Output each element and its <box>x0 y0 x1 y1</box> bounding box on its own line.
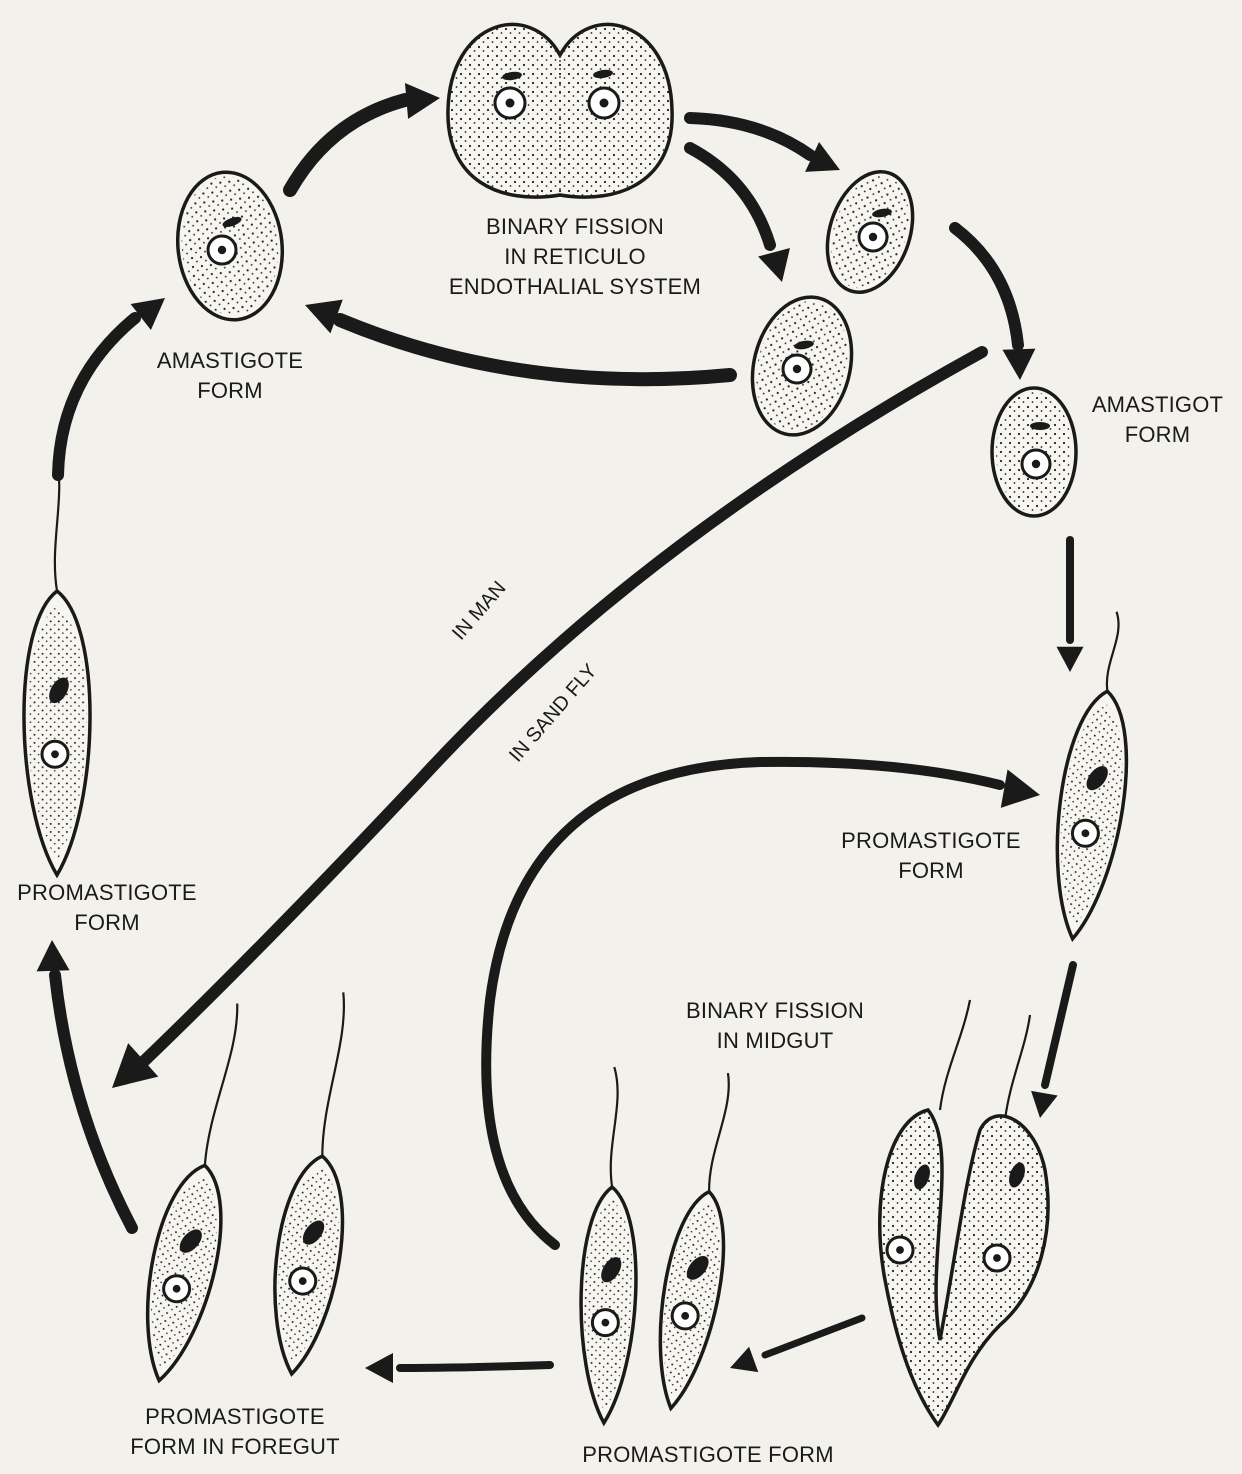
arrow-head <box>405 80 442 119</box>
arrow-head <box>1002 349 1036 381</box>
arrow-shaft <box>290 100 405 190</box>
flagellum <box>1005 1015 1030 1120</box>
arrow-shaft <box>765 1318 862 1355</box>
promastigote-pair-1 <box>577 1066 644 1424</box>
arrow-shaft <box>1045 965 1073 1085</box>
arrow-dividing-to-pair <box>725 1318 862 1381</box>
promastigote-left <box>24 451 90 875</box>
arrow-head <box>365 1353 393 1383</box>
dividing-promastigote <box>880 1000 1048 1425</box>
label-binary-fission-res: BINARY FISSION IN RETICULO ENDOTHALIAL S… <box>420 212 730 302</box>
arrow-head <box>805 142 847 185</box>
arrow-shaft <box>58 318 135 475</box>
label-promastigote-form-bottom: PROMASTIGOTE FORM <box>548 1440 868 1470</box>
label-promastigote-foregut: PROMASTIGOTE FORM IN FOREGUT <box>110 1402 360 1462</box>
arrow-head <box>725 1347 758 1381</box>
flagellum <box>1105 612 1120 692</box>
arrow-amastigot-to-promastigote <box>1057 540 1084 672</box>
arrow-shaft <box>690 118 810 155</box>
amastigot-right <box>992 388 1076 516</box>
arrow-pair-to-foregut <box>365 1353 550 1383</box>
label-promastigote-form-right: PROMASTIGOTE FORM <box>826 826 1036 886</box>
arrow-shaft <box>55 975 132 1228</box>
amastigote-right-middle <box>738 286 865 445</box>
amastigote-left <box>171 167 290 325</box>
arrow-head <box>1057 647 1084 672</box>
promastigote-foregut-2 <box>261 988 377 1378</box>
cytoplasm <box>448 24 672 197</box>
arrow-shaft <box>400 1365 550 1368</box>
arrow-head <box>36 939 70 971</box>
label-amastigote-form-left: AMASTIGOTE FORM <box>140 346 320 406</box>
nucleolus <box>506 99 515 108</box>
arrow-promastigote-to-dividing <box>1027 965 1073 1120</box>
arrow-head <box>758 248 798 286</box>
arrow-head <box>1027 1091 1058 1121</box>
flagellum <box>610 1067 619 1187</box>
arrow-head <box>1001 769 1044 814</box>
flagellum <box>203 1004 242 1166</box>
label-amastigot-form-right: AMASTIGOT FORM <box>1075 390 1240 450</box>
nucleolus <box>993 1254 1001 1262</box>
nucleolus <box>218 246 226 254</box>
flagellum <box>940 1000 970 1110</box>
nucleolus <box>1032 460 1040 468</box>
nucleolus <box>869 233 877 241</box>
arrow-shaft <box>340 320 730 379</box>
flagellum <box>320 992 347 1156</box>
nucleolus <box>51 750 59 758</box>
label-promastigote-form-left: PROMASTIGOTE FORM <box>2 878 212 938</box>
nucleolus <box>896 1246 904 1254</box>
promastigote-right <box>1042 608 1150 944</box>
nucleolus <box>793 365 801 373</box>
label-binary-fission-midgut: BINARY FISSION IN MIDGUT <box>670 996 880 1056</box>
amastigote-right-top <box>813 161 927 304</box>
nucleolus <box>600 99 609 108</box>
arrow-amastigote-to-fission <box>290 80 442 190</box>
arrow-fission-to-right-top <box>690 118 847 185</box>
arrow-shaft <box>955 228 1018 345</box>
kinetoplast <box>1030 422 1050 430</box>
arrow-head <box>299 288 343 333</box>
dividing-amastigote <box>448 24 672 197</box>
flagellum <box>707 1073 732 1192</box>
